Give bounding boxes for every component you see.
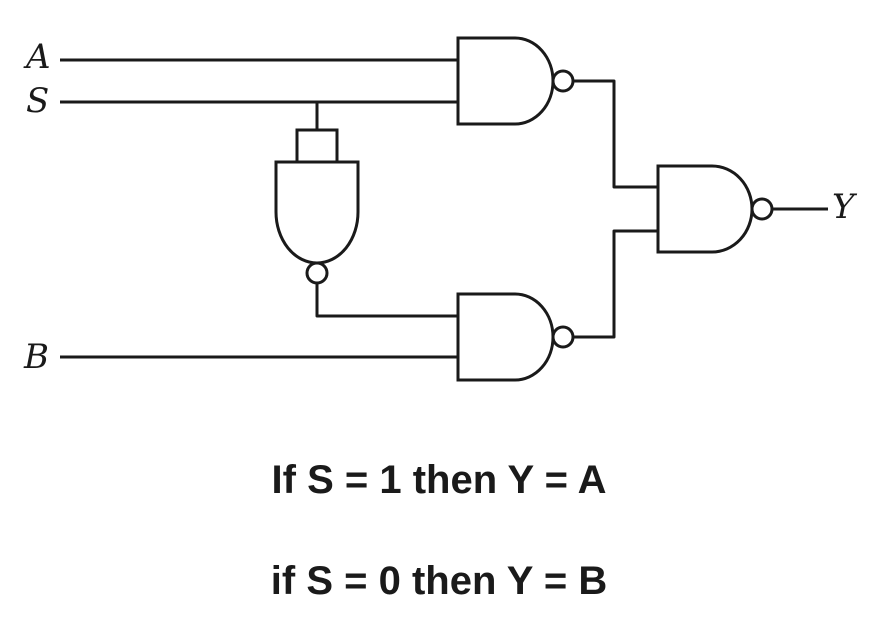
label-input-s: S bbox=[26, 81, 49, 121]
label-output-y: Y bbox=[832, 187, 858, 227]
caption-line-1: If S = 1 then Y = A bbox=[272, 458, 607, 502]
bottom-nand-output-bubble bbox=[551, 325, 575, 349]
bottom-nand-gate bbox=[456, 292, 555, 382]
wire-top-to-output bbox=[573, 79, 658, 189]
inverter-nand-gate bbox=[274, 160, 360, 265]
top-nand-gate bbox=[456, 36, 555, 126]
top-nand-output-bubble bbox=[551, 69, 575, 93]
label-input-b: B bbox=[23, 337, 49, 377]
label-input-a: A bbox=[23, 37, 51, 77]
wire-bottom-to-output bbox=[573, 229, 658, 339]
inverter-input-tie bbox=[295, 128, 339, 164]
caption-line-2: if S = 0 then Y = B bbox=[271, 559, 607, 603]
output-nand-bubble bbox=[750, 197, 774, 221]
wire-s-inverted bbox=[315, 283, 458, 318]
output-nand-gate bbox=[656, 164, 754, 254]
inverter-output-bubble bbox=[305, 261, 329, 285]
